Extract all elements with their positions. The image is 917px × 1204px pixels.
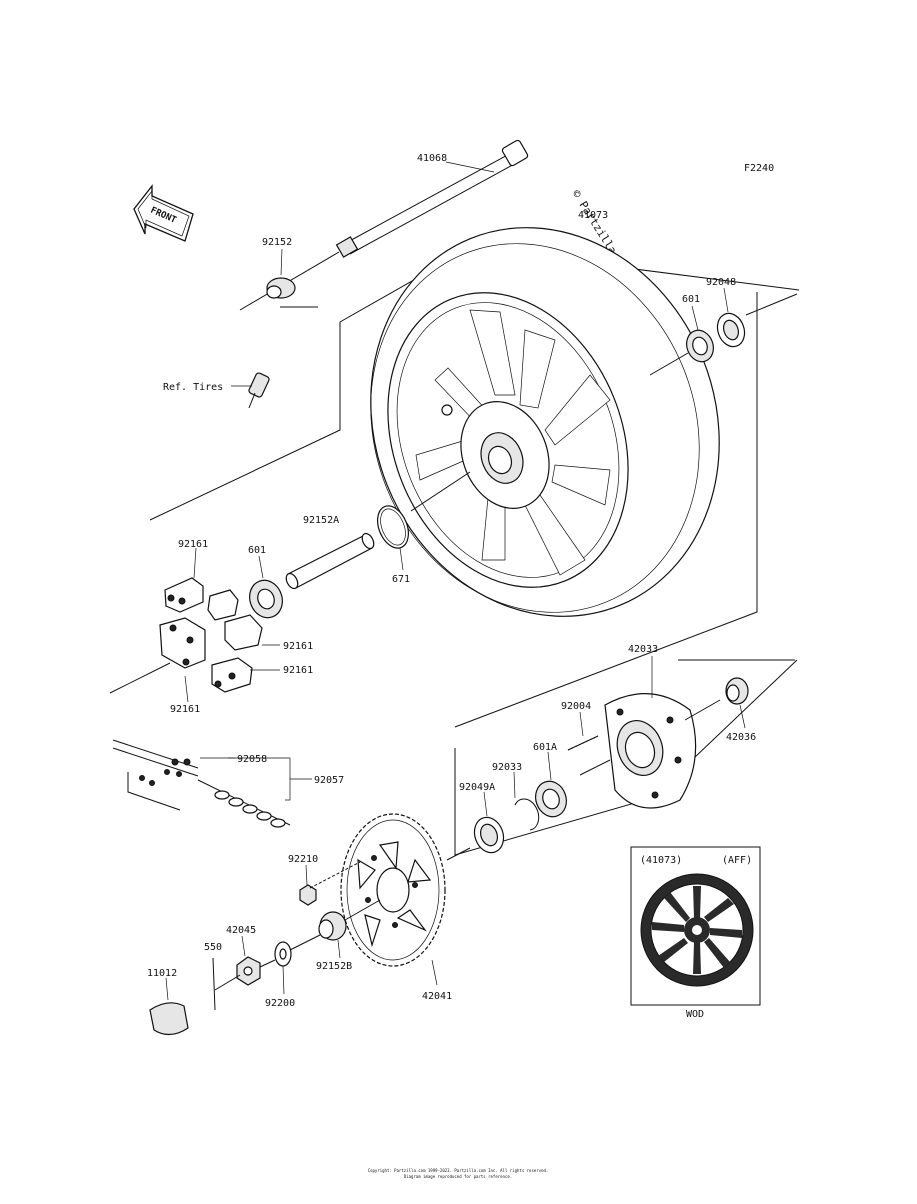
label-92161-low: 92161 <box>283 665 313 676</box>
bearing-601-left <box>249 555 283 619</box>
label-92004: 92004 <box>561 701 591 712</box>
label-42041: 42041 <box>422 991 452 1002</box>
bearing-601A <box>535 751 567 818</box>
o-ring-671 <box>377 505 409 571</box>
sprocket-42041 <box>340 813 471 986</box>
label-92152B: 92152B <box>316 961 352 972</box>
seal-92048 <box>716 287 746 348</box>
cap-11012 <box>149 977 189 1036</box>
footer-line-1: Copyright: Partzilla.com 1999-2023. Part… <box>368 1168 549 1173</box>
label-92057: 92057 <box>314 775 344 786</box>
label-550: 550 <box>204 942 222 953</box>
nut-92210 <box>299 861 361 906</box>
footer-line-2: Diagram image reproduced for parts refer… <box>404 1174 512 1179</box>
inset-right-label: (AFF) <box>722 855 752 866</box>
label-42045: 42045 <box>226 925 256 936</box>
diagram-code: F2240 <box>744 163 774 174</box>
circlip-92033 <box>513 771 540 831</box>
label-92152: 92152 <box>262 237 292 248</box>
collar-42036 <box>725 677 749 729</box>
inset-panel: (41073) (AFF) WOD <box>630 846 761 1020</box>
group-outline-left <box>109 662 171 694</box>
stud-92004 <box>567 711 599 751</box>
dampers-92161 <box>159 547 280 703</box>
label-92161-mid: 92161 <box>283 641 313 652</box>
washer-92200 <box>274 934 321 995</box>
inset-left-label: (41073) <box>640 855 682 866</box>
nut-42045 <box>236 935 276 986</box>
collar-92152 <box>266 248 296 299</box>
front-arrow-icon: FRONT <box>133 184 194 242</box>
group-outline-right <box>454 292 758 728</box>
wheel-41073 <box>370 227 798 617</box>
tire-valve <box>231 372 270 409</box>
label-92210: 92210 <box>288 854 318 865</box>
label-671: 671 <box>392 574 410 585</box>
label-92200: 92200 <box>265 998 295 1009</box>
inset-color-code: WOD <box>686 1009 704 1020</box>
label-11012: 11012 <box>147 968 177 979</box>
bearing-601-right <box>686 305 714 363</box>
label-92161-top: 92161 <box>178 539 208 550</box>
chain-92057 <box>112 739 312 828</box>
coupling-42033 <box>579 656 721 809</box>
label-ref-tires: Ref. Tires <box>163 382 223 393</box>
label-601-left: 601 <box>248 545 266 556</box>
label-92033: 92033 <box>492 762 522 773</box>
label-92049A: 92049A <box>459 782 495 793</box>
label-42033: 42033 <box>628 644 658 655</box>
coupling-outline <box>454 659 798 856</box>
label-92161-bottom: 92161 <box>170 704 200 715</box>
label-41073: 41073 <box>578 210 608 221</box>
label-92152A: 92152A <box>303 515 339 526</box>
seal-92049A <box>473 791 505 854</box>
axle-41068 <box>239 139 529 311</box>
collar-92152B <box>318 899 381 959</box>
collar-92152A <box>285 532 375 590</box>
label-92058: 92058 <box>237 754 267 765</box>
label-601A: 601A <box>533 742 557 753</box>
label-92048: 92048 <box>706 277 736 288</box>
cotter-pin-550 <box>212 957 241 1011</box>
label-42036: 42036 <box>726 732 756 743</box>
label-601-right: 601 <box>682 294 700 305</box>
label-41068: 41068 <box>417 153 447 164</box>
